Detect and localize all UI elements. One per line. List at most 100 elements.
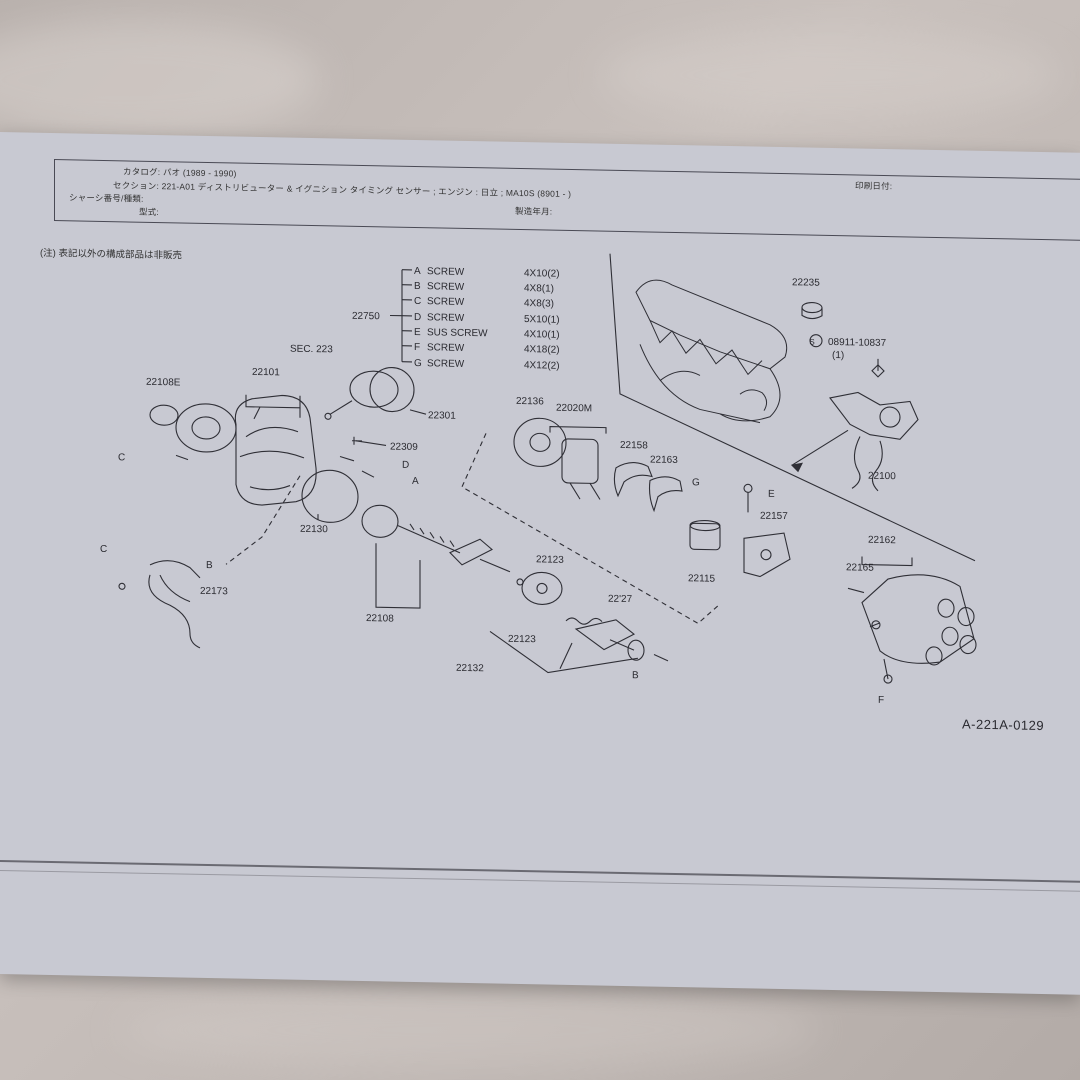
- svg-text:G: G: [414, 358, 422, 369]
- spring-22127: [565, 617, 603, 625]
- vacuum-leader: [409, 409, 427, 415]
- callout-sec-223: SEC. 223: [290, 344, 333, 356]
- cam-22163: [648, 476, 683, 513]
- callout-bolt-qty: (1): [832, 350, 844, 361]
- callout-22165: 22165: [846, 562, 874, 574]
- governor-shaft-22132: [574, 619, 669, 662]
- bolt-08911-mark-circle: [809, 334, 823, 348]
- callout-22235: 22235: [792, 277, 820, 289]
- callout-letter-d: D: [402, 460, 409, 471]
- callout-letter-f: F: [878, 695, 884, 706]
- svg-text:5X10(1): 5X10(1): [524, 314, 560, 326]
- screw-row-d: D SCREW 5X10(1): [414, 312, 560, 326]
- screw-row-a: A SCREW 4X10(2): [414, 266, 560, 280]
- svg-text:SCREW: SCREW: [427, 281, 465, 293]
- callout-letter-e: E: [768, 489, 775, 500]
- svg-text:4X18(2): 4X18(2): [524, 344, 560, 356]
- svg-text:A: A: [414, 266, 421, 277]
- screw-list: A SCREW 4X10(2) B SCREW 4X8(1) C SCREW 4…: [414, 266, 560, 372]
- engine-inset-frame: [609, 253, 976, 562]
- callout-letter-a: A: [412, 476, 419, 487]
- callout-22130: 22130: [300, 524, 328, 536]
- callout-letter-b-right: B: [632, 670, 639, 681]
- distributor-assembly-inset: [829, 358, 919, 492]
- bracket-22157: [743, 483, 791, 578]
- svg-text:SUS SCREW: SUS SCREW: [427, 327, 488, 339]
- svg-text:F: F: [414, 342, 420, 353]
- kit-boundary-dashed: [461, 433, 719, 625]
- inset-pointer-arrow: [791, 429, 849, 466]
- callout-letter-c-upper: C: [118, 452, 125, 463]
- callout-22108e: 22108E: [146, 377, 181, 389]
- figure-code: A-221A-0129: [962, 716, 1045, 734]
- fabric-fold-right: [600, 30, 1060, 120]
- engine-block-sketch: [635, 279, 788, 424]
- part-callouts: 22750 SEC. 223 22108E 22101 22301 22309 …: [100, 277, 896, 706]
- module-bracket: [549, 425, 607, 434]
- svg-text:4X12(2): 4X12(2): [524, 360, 560, 372]
- screw-row-f: F SCREW 4X18(2): [414, 342, 560, 356]
- o-ring-22108e-shape: [149, 404, 179, 426]
- rotor-22123: [516, 571, 563, 605]
- fabric-fold-bottom: [120, 990, 820, 1070]
- callout-bolt-mark: S: [809, 338, 814, 347]
- parts-catalog-sheet: カタログ: パオ (1989 - 1990) セクション: 221-A01 ディ…: [0, 132, 1080, 995]
- module-22020m: [561, 438, 601, 500]
- callout-22123-upper: 22123: [536, 554, 564, 566]
- distributor-housing-22101: [175, 394, 317, 506]
- callout-08911-10837: 08911-10837: [828, 337, 887, 349]
- callout-22108: 22108: [366, 613, 394, 625]
- screw-row-e: E SUS SCREW 4X10(1): [414, 327, 560, 341]
- callout-lines-bottom: [489, 630, 639, 674]
- callout-22132: 22132: [456, 663, 484, 675]
- callout-22157: 22157: [760, 511, 788, 523]
- svg-text:4X10(2): 4X10(2): [524, 268, 560, 280]
- callout-22158: 22158: [620, 440, 648, 452]
- svg-text:SCREW: SCREW: [427, 312, 465, 324]
- callout-22115: 22115: [688, 573, 716, 585]
- svg-text:SCREW: SCREW: [427, 296, 465, 308]
- callout-letter-b-left: B: [206, 560, 213, 571]
- callout-22127: 22'27: [608, 594, 633, 605]
- screw-list-bracket: [390, 269, 412, 363]
- pickup-harness-22173: [118, 560, 201, 649]
- svg-text:E: E: [414, 327, 421, 338]
- svg-text:D: D: [414, 312, 421, 323]
- callout-22162: 22162: [868, 535, 896, 547]
- gasket-22130-shape: [301, 469, 359, 523]
- screw-row-c: C SCREW 4X8(3): [414, 296, 554, 310]
- screw-row-g: G SCREW 4X12(2): [414, 358, 560, 372]
- svg-text:4X8(1): 4X8(1): [524, 283, 554, 295]
- shaft-bracket: [375, 543, 421, 609]
- inset-pointer-arrowhead: [790, 462, 803, 473]
- rotor-plate-22136: [513, 417, 567, 467]
- kit-boundary-dashed-left: [225, 475, 301, 565]
- callout-22301: 22301: [428, 410, 456, 422]
- fabric-fold-left: [0, 20, 320, 140]
- shaft-22108: [361, 504, 511, 573]
- callout-22100: 22100: [868, 471, 896, 483]
- callout-22163: 22163: [650, 454, 678, 466]
- callout-22750: 22750: [352, 311, 380, 323]
- small-screws-left: [175, 436, 375, 478]
- exploded-parts-diagram: A SCREW 4X10(2) B SCREW 4X8(1) C SCREW 4…: [100, 253, 977, 706]
- label-22309-leader: [355, 440, 387, 446]
- svg-text:SCREW: SCREW: [427, 358, 465, 370]
- svg-text:4X10(1): 4X10(1): [524, 329, 560, 341]
- housing-leader: [253, 406, 301, 420]
- housing-bracket: [245, 394, 301, 409]
- svg-text:4X8(3): 4X8(3): [524, 298, 554, 310]
- callout-22101: 22101: [252, 367, 280, 379]
- screw-row-b: B SCREW 4X8(1): [414, 281, 554, 295]
- cap-bracket: [861, 556, 913, 567]
- svg-text:SCREW: SCREW: [427, 266, 465, 278]
- callout-letter-g: G: [692, 477, 700, 488]
- callout-22173: 22173: [200, 586, 228, 598]
- svg-text:C: C: [414, 296, 421, 307]
- cam-22158: [613, 462, 653, 498]
- callout-22123-lower: 22123: [508, 634, 536, 646]
- callout-22309: 22309: [390, 441, 418, 453]
- distributor-cap-22162: [847, 574, 977, 684]
- vacuum-advance-22301: [324, 366, 415, 420]
- svg-text:SCREW: SCREW: [427, 342, 465, 354]
